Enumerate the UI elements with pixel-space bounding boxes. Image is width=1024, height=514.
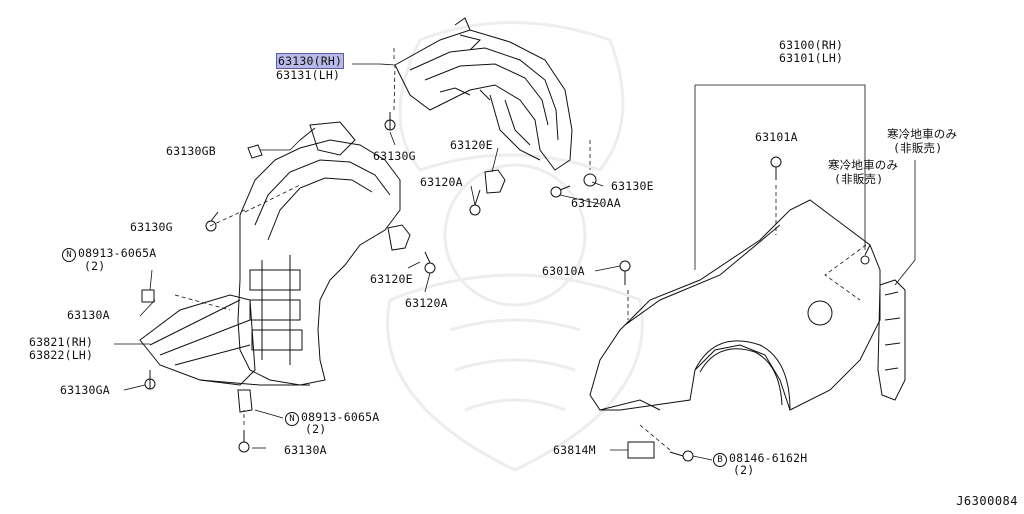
part-63130-rh-label: 63130(RH) [276, 53, 345, 69]
bolt-08146-code: 08146-6162H [729, 451, 808, 465]
part-63822-lh-label: 63822(LH) [29, 348, 94, 362]
part-63130gb-label: 63130GB [166, 144, 216, 158]
nut-08913-bottom-qty: (2) [305, 422, 327, 436]
part-63130-rh-highlight: 63130(RH) [276, 53, 345, 69]
part-63130a-bottom-label: 63130A [284, 443, 327, 457]
cold-region-note-2-line1: 寒冷地車のみ [828, 158, 899, 172]
part-63131-lh-label: 63131(LH) [276, 68, 341, 82]
n-circle-icon: N [285, 412, 299, 426]
part-63814m-label: 63814M [553, 443, 596, 457]
n-circle-icon: N [62, 248, 76, 262]
cold-region-note-1-line2: (非販売) [893, 141, 943, 155]
bolt-08146-qty: (2) [733, 463, 755, 477]
nut-08913-top-qty: (2) [84, 259, 106, 273]
cold-region-note-2-line2: (非販売) [834, 172, 884, 186]
pad-drawing [627, 441, 655, 459]
part-63130a-left-label: 63130A [67, 308, 110, 322]
part-63120a-mid-label: 63120A [405, 296, 448, 310]
leader-lines [114, 48, 916, 461]
clip-drawings [141, 144, 506, 413]
b-circle-icon: B [713, 453, 727, 467]
nut-08913-top-code: 08913-6065A [78, 246, 157, 260]
part-63130e-label: 63130E [611, 179, 654, 193]
nut-08913-bottom-code: 08913-6065A [301, 410, 380, 424]
part-63101a-label: 63101A [755, 130, 798, 144]
part-63120e-top-label: 63120E [450, 138, 493, 152]
part-63130g-top-label: 63130G [373, 149, 416, 163]
part-63120e-mid-label: 63120E [370, 272, 413, 286]
cold-region-note-1-line1: 寒冷地車のみ [887, 127, 958, 141]
front-fender-drawing [589, 199, 881, 411]
diagram-reference-code: J6300084 [956, 494, 1018, 508]
part-63821-rh-label: 63821(RH) [29, 335, 94, 349]
part-63120a-top-label: 63120A [420, 175, 463, 189]
part-63100-rh-label: 63100(RH) [779, 38, 844, 52]
screw-drawings [144, 112, 871, 462]
part-63130g-left-label: 63130G [130, 220, 173, 234]
part-63101-lh-label: 63101(LH) [779, 51, 844, 65]
fender-seal-drawing [877, 279, 906, 401]
main-fender-liner-drawing [139, 121, 401, 386]
upper-fender-liner-drawing [394, 17, 573, 171]
part-63130ga-label: 63130GA [60, 383, 110, 397]
part-63010a-label: 63010A [542, 264, 585, 278]
watermark-emblem [386, 21, 644, 472]
part-63120aa-label: 63120AA [571, 196, 621, 210]
